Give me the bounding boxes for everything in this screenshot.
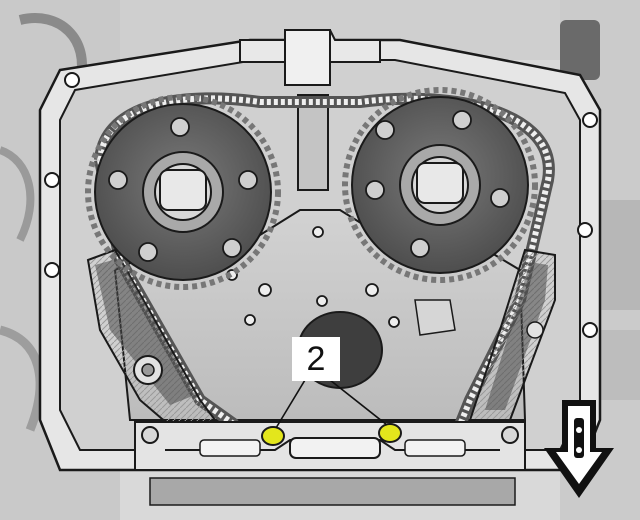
flange-bolt-holes: [44, 72, 598, 338]
callout-leaders: [275, 379, 388, 429]
removal-direction-arrow-icon: [544, 400, 614, 498]
cam-sprocket-right: [342, 87, 538, 283]
highlighted-bolts: [261, 423, 402, 446]
callout-label-2: 2: [292, 337, 340, 381]
right-connector: [560, 20, 600, 80]
highlighted-bolt-left: [261, 426, 285, 446]
cam-sprocket-left: [85, 94, 281, 290]
highlighted-bolt-right: [378, 423, 402, 443]
callout-number: 2: [306, 339, 326, 378]
